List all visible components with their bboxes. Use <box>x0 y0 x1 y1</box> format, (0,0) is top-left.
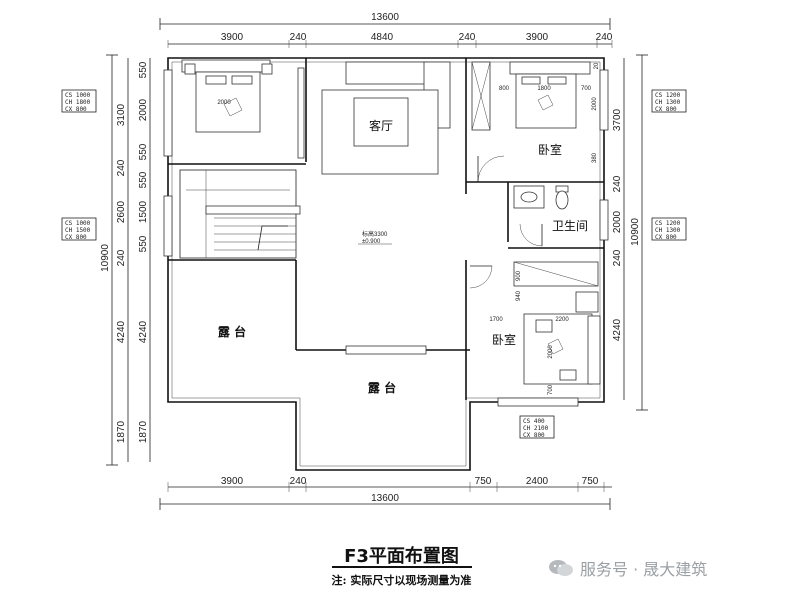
dim-bottom-seg-3: 750 <box>475 476 492 487</box>
dim-left-outer-1: 3100 <box>116 103 127 126</box>
dim-left-inner-4: 550 <box>138 171 149 188</box>
svg-text:CX 800: CX 800 <box>655 234 677 241</box>
drawing-note: 注: 实际尺寸以现场测量为准 <box>331 574 472 587</box>
right-dimensions: 3700 240 2000 240 4240 10900 <box>612 54 648 411</box>
dim-left-outer-3: 2600 <box>116 200 127 223</box>
se-dim-d: 700 <box>548 384 554 395</box>
svg-text:CH 1300: CH 1300 <box>655 99 681 106</box>
dim-top-seg-2: 240 <box>290 32 307 43</box>
dim-left-outer-2: 240 <box>116 159 127 176</box>
bathroom: 卫生间 <box>513 185 588 247</box>
dim-left-inner-5: 1500 <box>138 200 149 223</box>
svg-text:CS 1200: CS 1200 <box>655 92 681 99</box>
living-room: 客厅 <box>321 61 451 175</box>
level-line-1: 标高3300 <box>362 230 388 238</box>
windows <box>163 69 609 407</box>
dim-right-3: 2000 <box>612 210 623 233</box>
dim-left-inner-8: 1870 <box>138 420 149 443</box>
svg-text:CS 1000: CS 1000 <box>65 220 91 227</box>
dim-top-seg-1: 3900 <box>221 32 244 43</box>
bed-ne-length: 2000 <box>592 97 598 111</box>
dim-top-seg-3: 4840 <box>371 32 394 43</box>
level-line-2: ±0.900 <box>362 239 381 245</box>
svg-text:CH 1300: CH 1300 <box>655 227 681 234</box>
svg-text:CS 400: CS 400 <box>523 418 545 425</box>
left-dimensions: 10900 3100 240 2600 240 4240 1870 550 20… <box>100 54 151 466</box>
bed-ne-width: 1800 <box>537 86 551 92</box>
svg-text:CH 2100: CH 2100 <box>523 425 549 432</box>
dim-top-total: 13600 <box>371 12 399 23</box>
watermark-text: 服务号 · 晟大建筑 <box>580 560 708 579</box>
wechat-icon <box>549 560 573 576</box>
bedroom-se: 900 940 1700 2200 2000 700 卧室 <box>469 261 601 395</box>
bed-ne-dim-b: 700 <box>581 86 592 92</box>
dim-left-inner-7: 4240 <box>138 320 149 343</box>
room-label-terrace-west: 露 台 <box>218 324 246 339</box>
interior-walls <box>168 58 604 400</box>
staircase <box>179 169 301 259</box>
top-dimensions: 13600 3900 240 4840 240 3900 240 <box>159 12 613 48</box>
svg-text:CX 800: CX 800 <box>655 106 677 113</box>
room-label-terrace-south: 露 台 <box>368 380 396 395</box>
level-marker: 标高3300 ±0.900 <box>358 230 392 245</box>
window-tag-right-upper: CS 1200 CH 1300 CX 800 <box>651 89 687 113</box>
dim-bottom-seg-4: 2400 <box>526 476 549 487</box>
dim-top-seg-5: 3900 <box>526 32 549 43</box>
svg-text:CH 1500: CH 1500 <box>65 227 91 234</box>
dim-right-4: 240 <box>612 249 623 266</box>
dim-left-inner-6: 550 <box>138 235 149 252</box>
dim-right-1: 3700 <box>612 108 623 131</box>
bed-nw-dim: 2000 <box>217 100 231 106</box>
room-label-bedroom-ne: 卧室 <box>538 142 562 157</box>
se-dim-length: 2000 <box>548 345 554 359</box>
dim-bottom-seg-5: 750 <box>582 476 599 487</box>
dim-left-outer-5: 4240 <box>116 320 127 343</box>
bedroom-ne: 1800 800 700 2000 380 20 卧室 <box>471 61 600 183</box>
watermark: 服务号 · 晟大建筑 <box>548 556 707 580</box>
room-label-bathroom: 卫生间 <box>552 219 588 233</box>
dim-right-2: 240 <box>612 175 623 192</box>
bottom-dimensions: 3900 240 750 2400 750 13600 <box>159 476 612 510</box>
dim-right-total: 10900 <box>630 218 641 246</box>
window-tag-bottom: CS 400 CH 2100 CX 800 <box>519 415 555 439</box>
se-dim-c: 1700 <box>489 317 503 323</box>
dim-left-outer-6: 1870 <box>116 420 127 443</box>
dim-left-inner-2: 2000 <box>138 98 149 121</box>
window-tag-left-upper: CS 1000 CH 1800 CX 800 <box>61 89 97 113</box>
dim-top-seg-6: 240 <box>596 32 613 43</box>
dim-bottom-seg-2: 240 <box>290 476 307 487</box>
bed-ne-dim-a: 800 <box>499 86 510 92</box>
dim-left-outer-4: 240 <box>116 249 127 266</box>
bedroom-nw: 2000 <box>181 59 305 159</box>
room-label-living: 客厅 <box>369 118 393 133</box>
window-tag-right-lower: CS 1200 CH 1300 CX 800 <box>651 217 687 241</box>
drawing-title: F3平面布置图 <box>344 546 459 567</box>
svg-text:CS 1200: CS 1200 <box>655 220 681 227</box>
dim-top-seg-4: 240 <box>459 32 476 43</box>
room-label-bedroom-se: 卧室 <box>492 332 516 347</box>
dim-left-inner-3: 550 <box>138 143 149 160</box>
dim-left-total: 10900 <box>100 244 111 272</box>
dim-bottom-seg-1: 3900 <box>221 476 244 487</box>
svg-text:CH 1800: CH 1800 <box>65 99 91 106</box>
dim-right-5: 4240 <box>612 318 623 341</box>
exterior-walls <box>167 57 605 471</box>
floor-plan: 13600 3900 240 4840 240 3900 240 3900 24… <box>61 12 687 510</box>
se-dim-a: 900 <box>516 270 522 281</box>
svg-text:CX 800: CX 800 <box>523 432 545 439</box>
title-underline <box>332 566 472 568</box>
ne-side-dim: 380 <box>592 152 598 163</box>
svg-text:CX 800: CX 800 <box>65 106 87 113</box>
se-dim-width: 2200 <box>555 317 569 323</box>
dim-left-inner-1: 550 <box>138 61 149 78</box>
svg-text:CS 1000: CS 1000 <box>65 92 91 99</box>
dim-bottom-total: 13600 <box>371 493 399 504</box>
se-dim-b: 940 <box>516 290 522 301</box>
svg-text:CX 800: CX 800 <box>65 234 87 241</box>
ne-small-dim: 20 <box>594 62 600 69</box>
window-tag-left-lower: CS 1000 CH 1500 CX 800 <box>61 217 97 241</box>
